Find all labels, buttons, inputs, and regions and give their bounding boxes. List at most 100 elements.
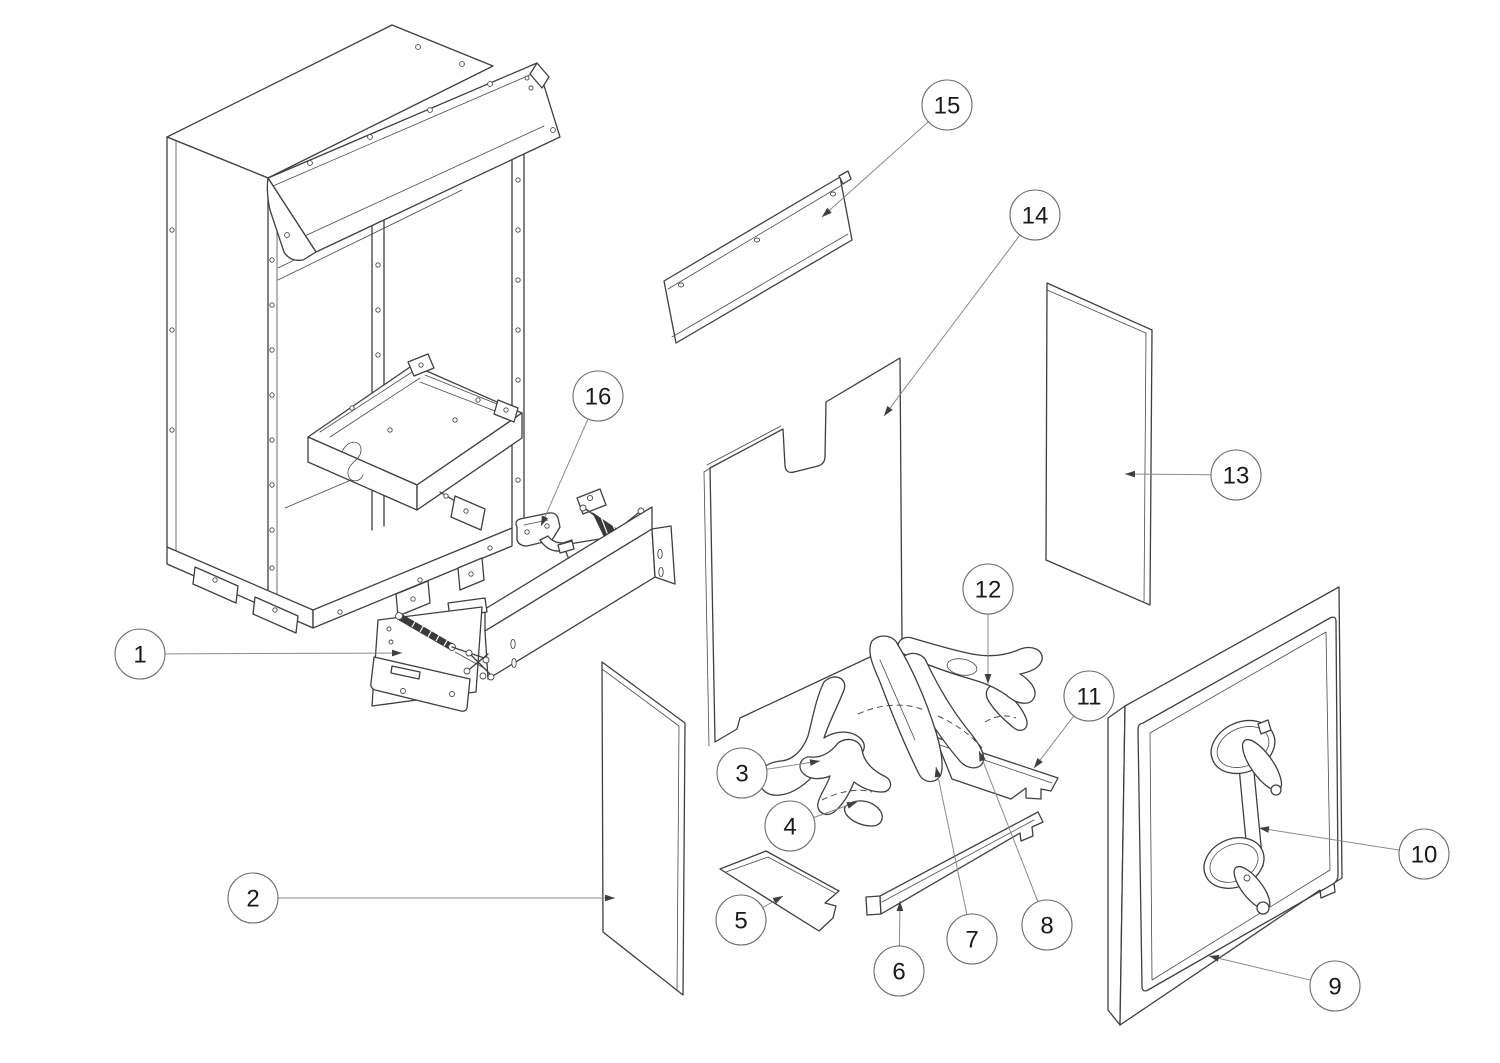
callout-number-9: 9 [1328,974,1341,1001]
leader-arrow-11 [1034,758,1043,768]
leader-arrow-12 [984,674,992,684]
front-spring-plate [370,597,495,712]
callout-number-4: 4 [783,814,796,841]
callout-number-15: 15 [934,93,961,120]
callout-11-rear-ember-strip: 11 [1033,670,1115,769]
leader-arrow-7 [934,767,942,778]
door-glass-frame [1119,586,1343,1026]
callout-1-burner-tray-assembly: 1 [114,628,403,680]
callout-8-log-hidden-rear: 8 [978,750,1073,951]
callout-circle-14 [1009,189,1061,241]
callout-15-top-baffle-panel: 15 [821,79,973,218]
callout-number-11: 11 [1077,684,1102,711]
callout-number-1: 1 [133,642,146,669]
firebox-floor-deck [284,353,523,531]
callout-circle-9 [1309,960,1361,1012]
callout-number-13: 13 [1223,463,1250,490]
leader-line-14 [883,234,1021,417]
callout-2-left-liner-panel: 2 [227,872,615,924]
callout-5-front-left-ember-strip: 5 [715,894,784,946]
glass-door-assembly [1107,586,1343,1026]
left-liner-panel [601,661,686,996]
callout-circle-12 [962,563,1014,615]
callout-16-door-catch-latch: 16 [540,370,624,527]
glass-panel [1137,616,1339,992]
burner-tray-assembly [370,488,676,712]
callout-number-8: 8 [1040,913,1053,940]
front-fuel-bed-strip [865,811,1044,916]
callout-9-door-glass-frame: 9 [1208,955,1361,1012]
callout-circle-1 [114,628,166,680]
leader-arrow-14 [884,406,893,416]
callout-number-10: 10 [1411,842,1438,869]
tray-body [484,506,676,680]
leader-line-11 [1033,715,1075,769]
callout-10-suction-cup-lifter: 10 [1258,826,1450,880]
leader-line-8 [978,750,1039,902]
leader-line-1 [164,652,403,655]
callout-number-14: 14 [1022,203,1049,230]
leader-arrow-5 [772,896,783,904]
callout-circle-3 [716,747,768,799]
log-front-center [869,635,943,783]
leader-arrow-9 [1209,955,1220,962]
leader-arrow-6 [896,901,904,911]
callout-number-3: 3 [735,761,748,788]
callout-12-log-top-right: 12 [962,563,1014,684]
leader-line-7 [935,766,968,915]
callout-circle-2 [227,872,279,924]
leader-line-15 [821,121,929,218]
callout-circle-11 [1063,670,1115,722]
callout-circle-5 [715,894,767,946]
cabinet-left-face [166,136,269,601]
suction-cup-lifter [1203,719,1283,915]
callout-number-7: 7 [965,927,978,954]
leader-line-9 [1208,955,1311,981]
callout-circle-10 [1398,828,1450,880]
leader-line-10 [1258,827,1400,851]
callout-6-front-fuel-bed-strip: 6 [873,900,925,997]
callout-number-12: 12 [975,577,1002,604]
leader-arrow-3 [809,759,820,766]
callout-13-right-liner-panel: 13 [1124,449,1262,501]
front-left-ember-strip [719,850,840,932]
log-top-right [897,636,1043,704]
callout-circle-7 [946,913,998,965]
callout-14-rear-liner-panel: 14 [883,189,1061,417]
callout-circle-15 [921,79,973,131]
callout-number-5: 5 [734,908,747,935]
rear-liner-panel [703,357,903,747]
callout-7-log-front-center: 7 [934,766,998,965]
log-arm-lower-right [985,685,1028,732]
leader-arrow-10 [1259,826,1270,833]
leader-arrow-16 [541,515,549,526]
cabinet-hood [266,62,561,261]
callout-4-log-forked-branch: 4 [764,800,858,852]
tension-spring [396,613,454,650]
leader-arrow-13 [1125,470,1135,478]
leader-arrow-15 [822,207,832,217]
callout-number-6: 6 [892,959,905,986]
leader-line-16 [540,418,589,527]
gas-line-wire [341,441,364,482]
callout-number-16: 16 [585,384,612,411]
callout-circle-13 [1210,449,1262,501]
log-set [758,635,1043,827]
callout-circle-6 [873,945,925,997]
callout-circle-16 [572,370,624,422]
cabinet-bottom-flange [166,527,513,634]
leader-arrow-8 [979,751,986,762]
log-hidden-rear [857,704,925,715]
callout-circle-4 [764,800,816,852]
leader-arrow-2 [605,894,615,902]
leader-line-13 [1124,473,1212,476]
leader-arrow-1 [392,649,402,657]
callout-number-2: 2 [246,886,259,913]
right-liner-panel [1045,282,1153,606]
door-catch-latch [515,512,575,554]
top-baffle-panel [663,170,853,344]
firebox-cabinet [166,24,561,634]
